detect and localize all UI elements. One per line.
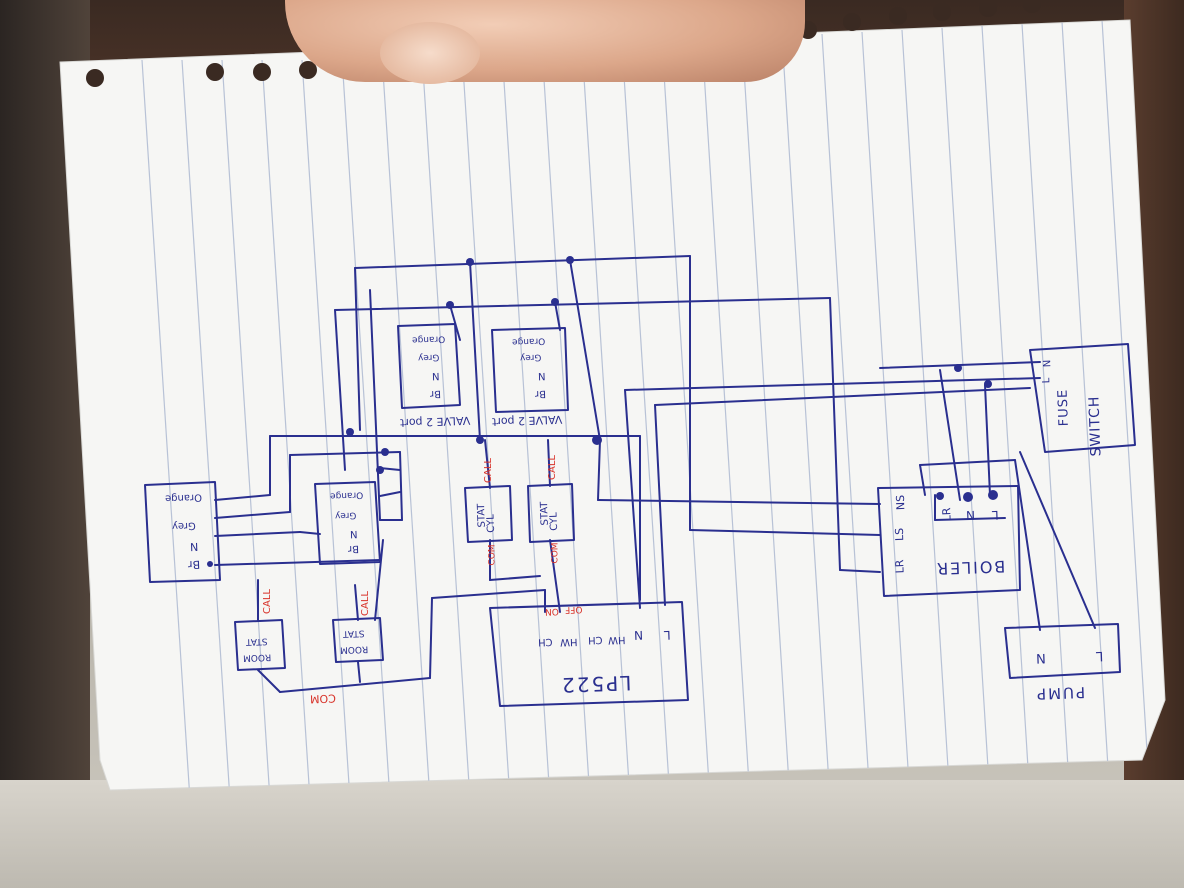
switch-fuse-label-1: SWITCH <box>1086 395 1105 457</box>
cyl-stat-2-box <box>527 483 575 543</box>
boiler-terminal-ns: NS <box>893 494 908 511</box>
lp522-terminal-hw1: HW <box>607 633 626 646</box>
left-box-wire-grey: Grey <box>171 519 196 532</box>
left-box-wire-n: N <box>189 539 199 554</box>
junction-box-left <box>144 481 221 583</box>
room-com-label: COM <box>309 691 337 706</box>
room-stat-2-line2: STAT <box>342 627 365 639</box>
lp522-terminal-ch2: CH <box>537 635 553 648</box>
finger-holding-notebook <box>285 0 805 82</box>
valve-2-wire-orange: Orange <box>511 335 546 347</box>
room-stat-1-box <box>234 619 286 671</box>
valve-2-box <box>491 327 569 413</box>
lp522-box <box>489 601 689 707</box>
ruled-lines <box>141 20 1151 790</box>
lp522-terminal-l: L <box>663 627 671 643</box>
mid-box-wire-orange: Orange <box>329 489 364 501</box>
cyl-stat-1-box <box>464 485 513 543</box>
pump-label: PUMP <box>1034 683 1086 703</box>
valve-2-wire-br: Br <box>534 387 547 400</box>
valve-1-wire-grey: Grey <box>417 351 440 363</box>
valve-1-box <box>397 323 461 409</box>
valve-1-wire-n: N <box>431 369 440 382</box>
desk-surface <box>0 780 1184 888</box>
wiring-diagram <box>144 255 1136 707</box>
switch-fuse-terminal-l: L <box>1041 377 1053 384</box>
switch-fuse-label-2: FUSE <box>1055 388 1072 427</box>
lp522-on-label: ON <box>544 605 559 617</box>
boiler-terminal-lr-mid: LR <box>940 507 954 522</box>
pump-terminal-l: L <box>1095 647 1104 664</box>
paper-sheet <box>59 19 1166 791</box>
cyl-stat-2-call: CALL <box>546 455 558 480</box>
pump-terminal-n: N <box>1035 649 1046 666</box>
valve-1-label: VALVE 2 port <box>399 413 471 430</box>
valve-1-wire-br: Br <box>429 387 442 400</box>
room-stat-1-line2: STAT <box>245 635 268 647</box>
mid-box-wire-br: Br <box>347 542 360 555</box>
room-stat-2-box <box>332 617 384 663</box>
switch-fuse-terminal-n: N <box>1042 359 1054 368</box>
pump-box <box>1004 623 1121 679</box>
valve-2-wire-grey: Grey <box>519 351 542 363</box>
fingertip <box>380 22 480 84</box>
switch-fuse-box <box>1029 343 1136 453</box>
room-stat-2-call: CALL <box>359 591 371 616</box>
boiler-box <box>877 485 1021 597</box>
junction-dots <box>207 256 998 567</box>
boiler-label: BOILER <box>934 556 1006 579</box>
valve-1-wire-orange: Orange <box>411 333 446 345</box>
valve-2-wire-n: N <box>537 369 546 382</box>
lp522-terminal-ch1: CH <box>587 633 603 646</box>
left-box-wire-br: Br <box>187 557 201 572</box>
valve-2-label: VALVE 2 port <box>491 412 563 429</box>
boiler-terminal-l: L <box>991 507 999 523</box>
cyl-stat-1-call: CALL <box>482 458 494 483</box>
boiler-terminal-ls: LS <box>892 527 907 542</box>
cyl-stat-1-com: COM <box>487 544 498 566</box>
lp522-terminal-hw2: HW <box>559 635 578 648</box>
lp522-off-label: OFF <box>564 603 583 615</box>
lp522-label: LP522 <box>559 670 632 698</box>
room-stat-1-call: CALL <box>261 589 273 614</box>
room-stat-1-line1: ROOM <box>242 651 272 663</box>
cyl-stat-1-line2: STAT <box>476 503 488 528</box>
mid-box-wire-n: N <box>349 527 358 540</box>
mid-box-wire-grey: Grey <box>334 509 357 521</box>
left-box-wire-orange: Orange <box>164 491 203 504</box>
boiler-terminal-n: N <box>965 507 976 523</box>
room-stat-2-line1: ROOM <box>339 643 369 655</box>
cyl-stat-2-com: COM <box>550 542 561 564</box>
cyl-stat-2-line2: STAT <box>539 501 551 526</box>
lp522-terminal-n: N <box>633 627 644 643</box>
boiler-terminal-lr: LR <box>893 559 907 574</box>
